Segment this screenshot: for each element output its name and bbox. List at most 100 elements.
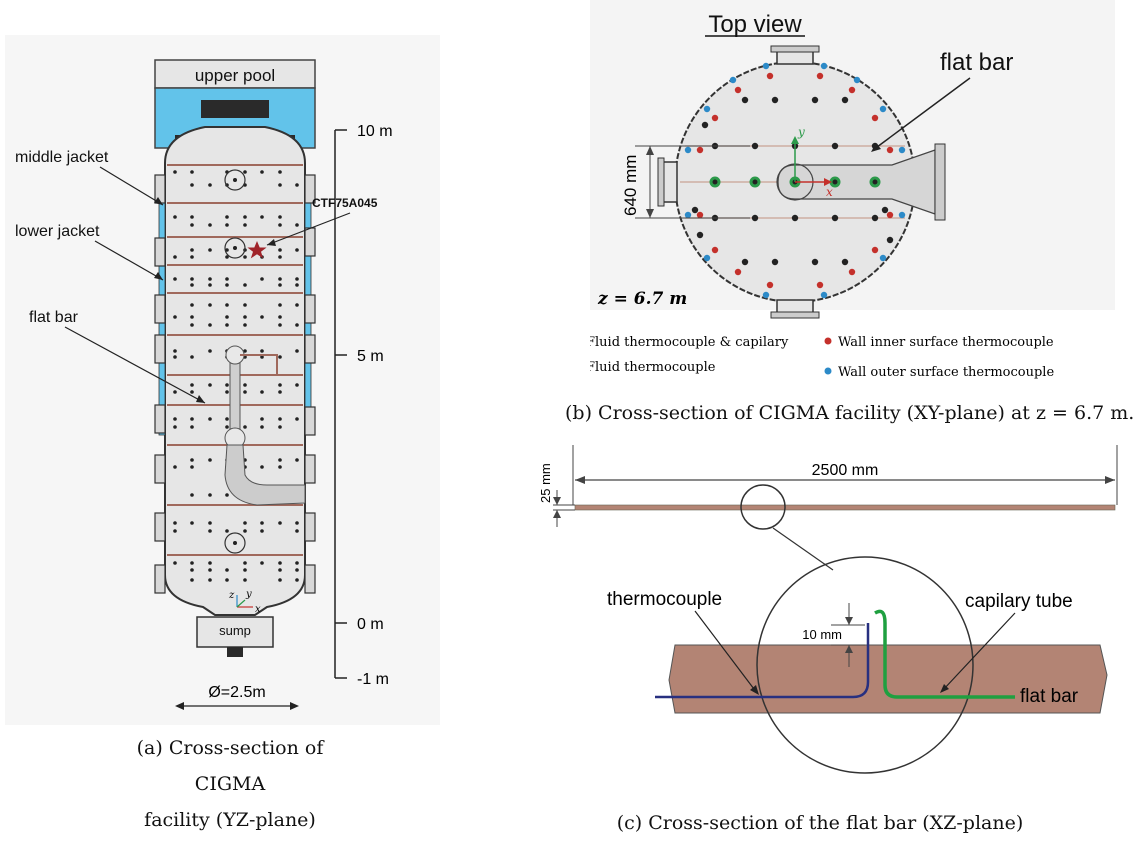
upper-pool-label: upper pool — [195, 66, 275, 85]
fluid-thermocouple-dot — [741, 258, 749, 266]
sump-label: sump — [219, 623, 251, 638]
wall-outer-dot — [898, 211, 906, 219]
capilary-thermocouple-dot — [709, 176, 721, 188]
thermocouple-dot — [208, 183, 212, 187]
thermocouple-dot — [295, 183, 299, 187]
legend-inner-marker — [824, 337, 832, 345]
fluid-thermocouple-dot — [691, 206, 699, 214]
thermocouple-dot — [278, 303, 282, 307]
thermocouple-dots-b — [684, 62, 906, 299]
thermocouple-dot — [278, 578, 282, 582]
svg-text:Ø=2.5m: Ø=2.5m — [208, 684, 265, 701]
port-circles — [224, 169, 246, 554]
svg-text:y: y — [797, 125, 805, 139]
thermocouple-dot — [173, 390, 177, 394]
cigma-xy-top-view: Top view y x flat bar 640 mm z = 6.7 m — [572, 0, 1115, 380]
thermocouple-dot — [225, 255, 229, 259]
thermocouple-dot — [173, 355, 177, 359]
svg-text:10 mm: 10 mm — [802, 627, 842, 642]
thermocouple-dot — [190, 303, 194, 307]
zoom-circle — [756, 556, 974, 774]
cigma-yz-cross-section: upper pool sump — [5, 35, 440, 725]
fluid-thermocouple-dot — [701, 121, 709, 129]
thermocouple-dot — [190, 568, 194, 572]
thermocouple-dot — [208, 223, 212, 227]
thermocouple-dot — [260, 529, 264, 533]
wall-outer-dot — [762, 291, 770, 299]
top-view-title: Top view — [708, 11, 802, 38]
thermocouple-dot — [190, 223, 194, 227]
thermocouple-dot — [190, 248, 194, 252]
thermocouple-dot — [278, 561, 282, 565]
thermocouple-dot — [225, 277, 229, 281]
thermocouple-dot — [260, 465, 264, 469]
elbow-pipe — [224, 444, 306, 506]
thermocouple-dot — [295, 568, 299, 572]
thermocouple-dot — [190, 170, 194, 174]
thermocouple-dot — [278, 283, 282, 287]
thermocouple-dot — [190, 417, 194, 421]
dimension-640: 640 mm — [621, 145, 750, 219]
thermocouple-dot — [243, 390, 247, 394]
fluid-thermocouple-dot — [741, 96, 749, 104]
wall-inner-dot — [711, 246, 719, 254]
thermocouple-dot — [243, 323, 247, 327]
thermocouple-dot — [243, 425, 247, 429]
zoom-source-circle — [740, 484, 786, 530]
wall-inner-dot — [734, 86, 742, 94]
caption-a-line1: (a) Cross-section of CIGMA — [136, 737, 324, 795]
thermocouple-dot — [225, 529, 229, 533]
thermocouple-dot — [243, 303, 247, 307]
wall-inner-dot — [766, 281, 774, 289]
capilary-tube-label: capilary tube — [965, 591, 1073, 612]
panel-c: 2500 mm 25 mm 10 mm thermocouple capilar… — [535, 435, 1135, 795]
fluid-thermocouple-dot — [841, 96, 849, 104]
wall-inner-dot — [696, 211, 704, 219]
thermocouple-dots — [173, 170, 299, 582]
wall-outer-dot — [820, 62, 828, 70]
thermocouple-dot — [243, 561, 247, 565]
thermocouple-dot — [190, 255, 194, 259]
thermocouple-dot — [208, 283, 212, 287]
thermocouple-dot — [225, 568, 229, 572]
thermocouple-dot — [208, 578, 212, 582]
capilary-tube — [874, 609, 1015, 699]
svg-text:x: x — [255, 604, 261, 615]
fluid-thermocouple-dot — [771, 96, 779, 104]
thermocouple-dot — [243, 529, 247, 533]
dimension-25: 25 mm — [538, 463, 575, 527]
thermocouple-dot — [295, 521, 299, 525]
thermocouple-dot — [225, 417, 229, 421]
thermocouple-dot — [260, 521, 264, 525]
thermocouple-dot — [243, 170, 247, 174]
thermocouple-dot — [208, 303, 212, 307]
fluid-thermocouple-dot — [771, 258, 779, 266]
fluid-thermocouple-dot — [811, 96, 819, 104]
thermocouple-dot — [278, 390, 282, 394]
thermocouple-dot — [208, 568, 212, 572]
thermocouple-dot — [208, 521, 212, 525]
svg-text:25 mm: 25 mm — [538, 463, 553, 503]
svg-text:-1 m: -1 m — [357, 671, 389, 688]
fluid-thermocouple-dot — [751, 142, 759, 150]
wall-outer-dot — [684, 211, 692, 219]
thermocouple-dot — [278, 458, 282, 462]
thermocouple-dot — [295, 283, 299, 287]
middle-jacket-label: middle jacket — [15, 149, 109, 166]
fluid-thermocouple-dot — [831, 142, 839, 150]
thermocouple-dot — [190, 493, 194, 497]
thermocouple-dot — [225, 283, 229, 287]
thermocouple-dot — [260, 355, 264, 359]
thermocouple-dot — [243, 223, 247, 227]
thermocouple-dot — [243, 568, 247, 572]
thermocouple-dot — [278, 315, 282, 319]
thermocouple-dot — [190, 458, 194, 462]
thermocouple-dot — [190, 561, 194, 565]
thermocouple-dot — [295, 323, 299, 327]
thermocouple-dot — [208, 458, 212, 462]
thermocouple-dot — [208, 323, 212, 327]
svg-text:x: x — [826, 185, 833, 199]
thermocouple-dot — [295, 417, 299, 421]
sump-box — [196, 616, 274, 648]
wall-outer-dot — [879, 254, 887, 262]
